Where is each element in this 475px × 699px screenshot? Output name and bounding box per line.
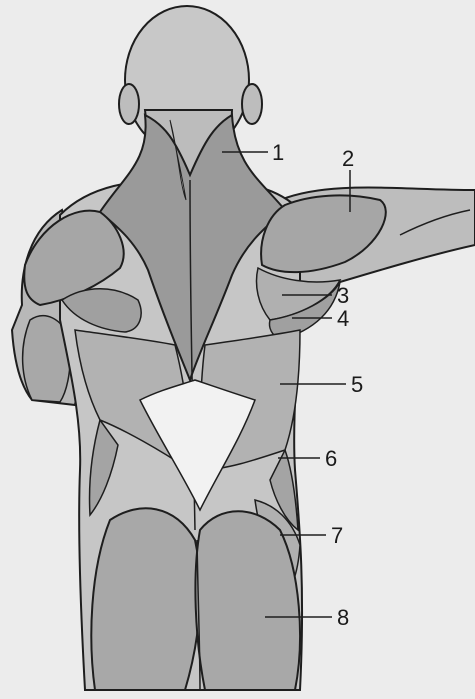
- left-ear: [119, 84, 139, 124]
- right-ear: [242, 84, 262, 124]
- label-7: 7: [331, 523, 343, 548]
- label-2: 2: [342, 146, 354, 171]
- label-3: 3: [337, 283, 349, 308]
- gluteus-maximus-right: [195, 511, 300, 690]
- gluteus-maximus-left: [91, 508, 200, 690]
- label-8: 8: [337, 605, 349, 630]
- label-4: 4: [337, 306, 349, 331]
- label-6: 6: [325, 446, 337, 471]
- label-5: 5: [351, 372, 363, 397]
- label-1: 1: [272, 140, 284, 165]
